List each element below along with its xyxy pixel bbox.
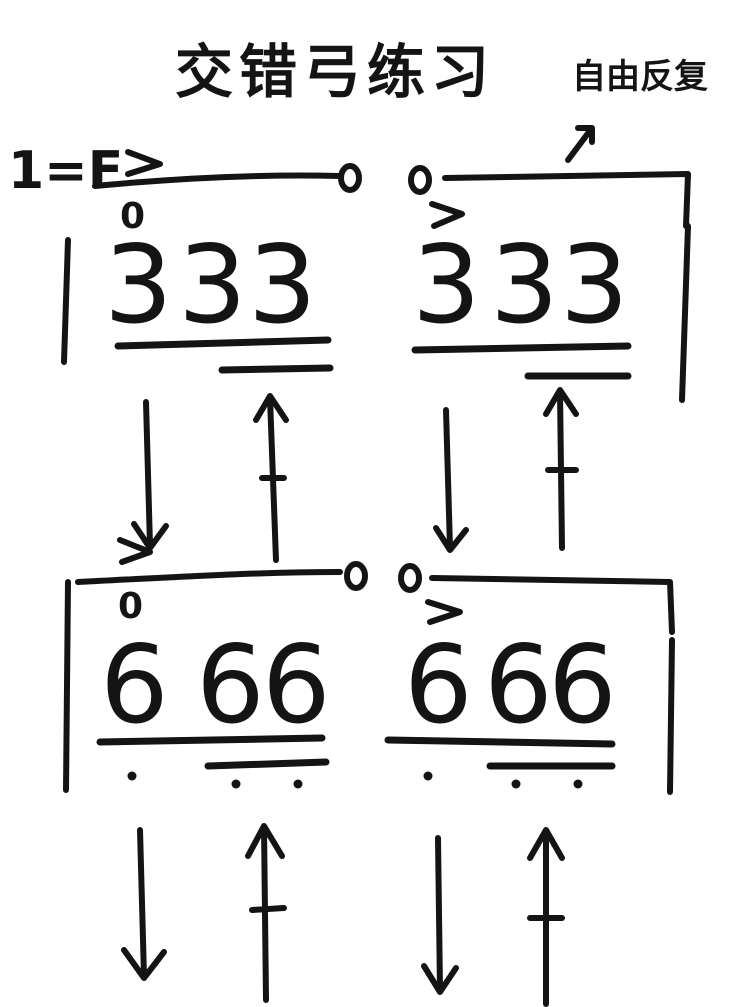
harmonic-circle-3 (344, 561, 368, 591)
up-bow-arrow-icon (245, 823, 287, 1003)
jianpu-note: 3 (412, 223, 481, 348)
beam-line (114, 336, 332, 350)
down-bow-arrow-icon (421, 835, 459, 995)
low-octave-dot (231, 779, 241, 789)
repeat-annotation: 自由反复 (572, 57, 708, 97)
left-barline-2 (63, 579, 71, 793)
accent-mark-icon (117, 537, 153, 565)
jianpu-note: 6 (262, 623, 331, 748)
low-octave-dot (573, 779, 583, 789)
beam-line (96, 734, 326, 746)
low-octave-dot (423, 771, 433, 781)
jianpu-note: 6 (548, 623, 617, 748)
up-bow-arrow-icon (253, 393, 289, 563)
slur-line-1 (92, 172, 343, 189)
jianpu-note: 3 (248, 223, 317, 348)
jianpu-note: 6 (484, 623, 553, 748)
low-octave-dot (293, 779, 303, 789)
slur-line-3 (75, 569, 343, 585)
jianpu-note: 6 (100, 623, 169, 748)
repeat-bracket-right-2 (667, 637, 675, 795)
annotation-arrow-icon (565, 125, 595, 163)
accent-mark-icon (425, 599, 463, 625)
harmonic-circle-2 (408, 165, 432, 195)
harmonic-circle-1 (338, 163, 362, 193)
down-bow-arrow-icon (433, 407, 469, 553)
beam-line (204, 758, 330, 770)
accent-mark-icon (125, 149, 163, 177)
low-octave-dot (511, 779, 521, 789)
jianpu-note: 6 (196, 623, 265, 748)
left-barline-1 (61, 237, 71, 365)
slur-line-2 (442, 171, 691, 229)
open-string-mark: 0 (118, 586, 143, 627)
up-bow-arrow-icon (543, 387, 579, 551)
jianpu-note: 3 (490, 223, 559, 348)
harmonic-circle-4 (398, 563, 422, 593)
jianpu-note: 3 (560, 223, 629, 348)
jianpu-note: 3 (178, 223, 247, 348)
beam-line (411, 342, 632, 354)
beam-line (384, 736, 616, 748)
down-bow-arrow-icon (131, 399, 169, 551)
key-signature: 1=F (8, 141, 123, 201)
accent-mark-icon (429, 201, 465, 229)
jianpu-note: 3 (104, 223, 173, 348)
repeat-bracket-right-1 (679, 223, 691, 403)
up-bow-arrow-icon (527, 827, 565, 1007)
low-octave-dot (127, 771, 137, 781)
page-title: 交错弓练习 (175, 38, 495, 106)
slur-line-4 (429, 575, 675, 635)
down-bow-arrow-icon (121, 827, 167, 981)
beam-line (218, 364, 334, 374)
open-string-mark: 0 (120, 196, 145, 237)
jianpu-note: 6 (404, 623, 473, 748)
